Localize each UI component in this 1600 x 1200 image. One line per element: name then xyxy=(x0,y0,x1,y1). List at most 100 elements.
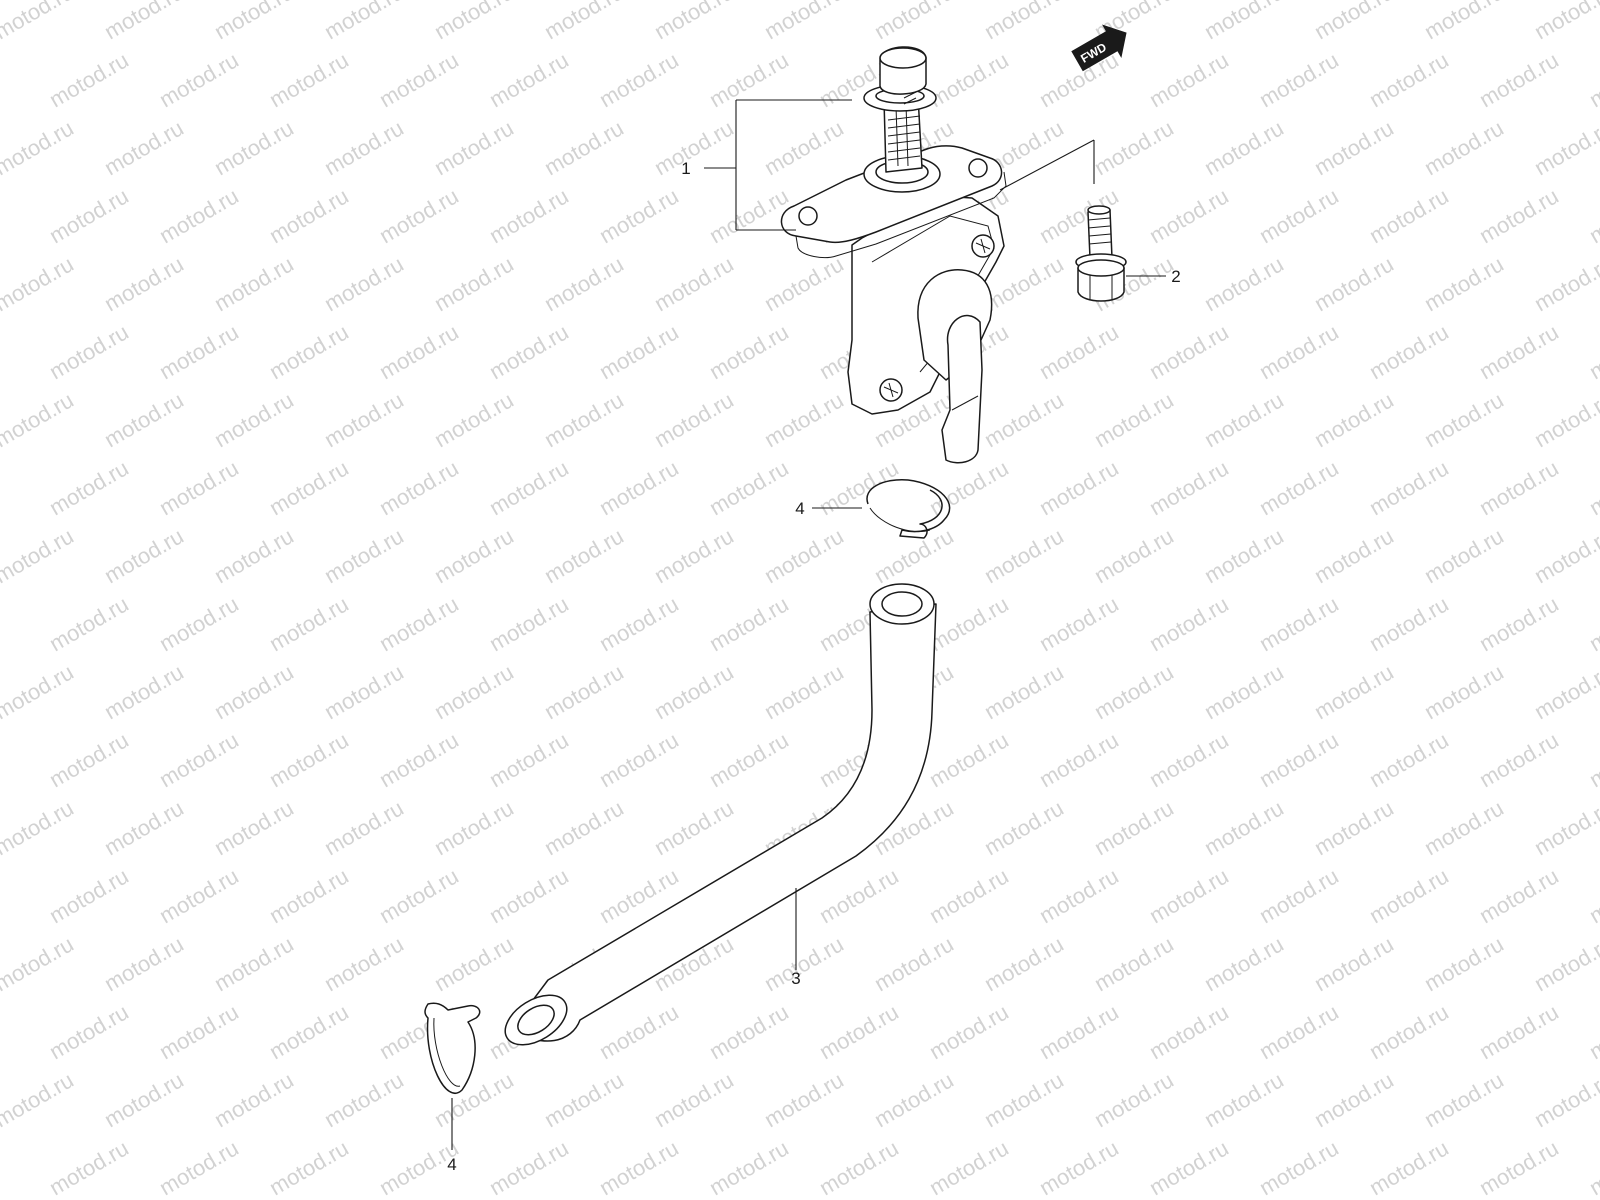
watermark-text: motod.ru xyxy=(925,863,1013,928)
watermark-text: motod.ru xyxy=(0,1067,78,1132)
watermark-text: motod.ru xyxy=(1475,47,1563,112)
watermark-text: motod.ru xyxy=(45,319,133,384)
watermark-text: motod.ru xyxy=(1420,251,1508,316)
watermark-text: motod.ru xyxy=(650,659,738,724)
watermark-text: motod.ru xyxy=(1420,795,1508,860)
watermark-text: motod.ru xyxy=(210,795,298,860)
watermark-text: motod.ru xyxy=(650,387,738,452)
watermark-text: motod.ru xyxy=(1310,659,1398,724)
watermark-text: motod.ru xyxy=(925,47,1013,112)
watermark-text: motod.ru xyxy=(1420,523,1508,588)
watermark-text: motod.ru xyxy=(430,931,518,996)
watermark-text: motod.ru xyxy=(155,455,243,520)
watermark-text: motod.ru xyxy=(1585,999,1600,1064)
watermark-text: motod.ru xyxy=(1585,183,1600,248)
watermark-text: motod.ru xyxy=(760,1067,848,1132)
watermark-text: motod.ru xyxy=(870,1067,958,1132)
callout-4-upper: 4 xyxy=(795,499,804,518)
watermark-text: motod.ru xyxy=(375,591,463,656)
watermark-text: motod.ru xyxy=(1255,319,1343,384)
watermark-text: motod.ru xyxy=(1365,455,1453,520)
watermark-text: motod.ru xyxy=(595,455,683,520)
watermark-text: motod.ru xyxy=(1475,183,1563,248)
watermark-text: motod.ru xyxy=(155,183,243,248)
watermark-text: motod.ru xyxy=(210,0,298,44)
watermark-text: motod.ru xyxy=(1585,863,1600,928)
watermark-text: motod.ru xyxy=(485,183,573,248)
watermark-text: motod.ru xyxy=(540,251,628,316)
watermark-text: motod.ru xyxy=(540,115,628,180)
watermark-text: motod.ru xyxy=(595,591,683,656)
watermark-text: motod.ru xyxy=(1530,795,1600,860)
watermark-text: motod.ru xyxy=(1585,1135,1600,1200)
watermark-text: motod.ru xyxy=(1420,659,1508,724)
watermark-text: motod.ru xyxy=(210,387,298,452)
watermark-text: motod.ru xyxy=(1090,659,1178,724)
watermark-text: motod.ru xyxy=(1365,863,1453,928)
watermark-text: motod.ru xyxy=(1255,1135,1343,1200)
watermark-text: motod.ru xyxy=(1310,251,1398,316)
watermark-text: motod.ru xyxy=(430,523,518,588)
watermark-text: motod.ru xyxy=(485,591,573,656)
watermark-text: motod.ru xyxy=(1530,523,1600,588)
watermark-text: motod.ru xyxy=(980,795,1068,860)
watermark-text: motod.ru xyxy=(0,387,78,452)
watermark-text: motod.ru xyxy=(485,455,573,520)
watermark-text: motod.ru xyxy=(1475,863,1563,928)
watermark-text: motod.ru xyxy=(45,47,133,112)
watermark-text: motod.ru xyxy=(100,931,188,996)
hose-clip-upper xyxy=(866,479,951,539)
watermark-text: motod.ru xyxy=(375,183,463,248)
watermark-text: motod.ru xyxy=(320,0,408,44)
watermark-text: motod.ru xyxy=(1035,863,1123,928)
watermark-text: motod.ru xyxy=(1475,455,1563,520)
watermark-text: motod.ru xyxy=(1145,47,1233,112)
watermark-text: motod.ru xyxy=(155,999,243,1064)
watermark-text: motod.ru xyxy=(320,795,408,860)
watermark-text: motod.ru xyxy=(430,795,518,860)
watermark-text: motod.ru xyxy=(1475,591,1563,656)
watermark-text: motod.ru xyxy=(1145,455,1233,520)
watermark-text: motod.ru xyxy=(760,387,848,452)
watermark-text: motod.ru xyxy=(0,931,78,996)
watermark-text: motod.ru xyxy=(1475,319,1563,384)
watermark-text: motod.ru xyxy=(595,1135,683,1200)
callout-3: 3 xyxy=(791,969,800,988)
watermark-text: motod.ru xyxy=(1035,999,1123,1064)
watermark-text: motod.ru xyxy=(45,183,133,248)
watermark-text: motod.ru xyxy=(1200,0,1288,44)
watermark-text: motod.ru xyxy=(650,251,738,316)
watermark-text: motod.ru xyxy=(45,727,133,792)
watermark-text: motod.ru xyxy=(485,863,573,928)
watermark-text: motod.ru xyxy=(1200,659,1288,724)
watermark-text: motod.ru xyxy=(1310,387,1398,452)
watermark-text: motod.ru xyxy=(1530,387,1600,452)
watermark-text: motod.ru xyxy=(1035,455,1123,520)
watermark-text: motod.ru xyxy=(0,0,78,44)
fuel-cock-flange xyxy=(780,145,1003,244)
watermark-text: motod.ru xyxy=(1585,591,1600,656)
watermark-text: motod.ru xyxy=(155,1135,243,1200)
bolt-part xyxy=(1075,205,1127,302)
watermark-text: motod.ru xyxy=(0,115,78,180)
watermark-text: motod.ru xyxy=(1420,387,1508,452)
watermark-text: motod.ru xyxy=(1200,115,1288,180)
watermark-text: motod.ru xyxy=(650,0,738,44)
watermark-text: motod.ru xyxy=(1365,591,1453,656)
watermark-text: motod.ru xyxy=(1255,591,1343,656)
watermark-text: motod.ru xyxy=(1090,795,1178,860)
watermark-text: motod.ru xyxy=(595,727,683,792)
watermark-text: motod.ru xyxy=(760,251,848,316)
watermark-text: motod.ru xyxy=(540,387,628,452)
watermark-text: motod.ru xyxy=(375,863,463,928)
watermark-text: motod.ru xyxy=(595,47,683,112)
watermark-text: motod.ru xyxy=(925,591,1013,656)
fuel-hose-part xyxy=(504,583,937,1046)
watermark-text: motod.ru xyxy=(1310,0,1398,44)
watermark-text: motod.ru xyxy=(320,523,408,588)
watermark-text: motod.ru xyxy=(1530,0,1600,44)
watermark-text: motod.ru xyxy=(430,659,518,724)
watermark-text: motod.ru xyxy=(1420,0,1508,44)
